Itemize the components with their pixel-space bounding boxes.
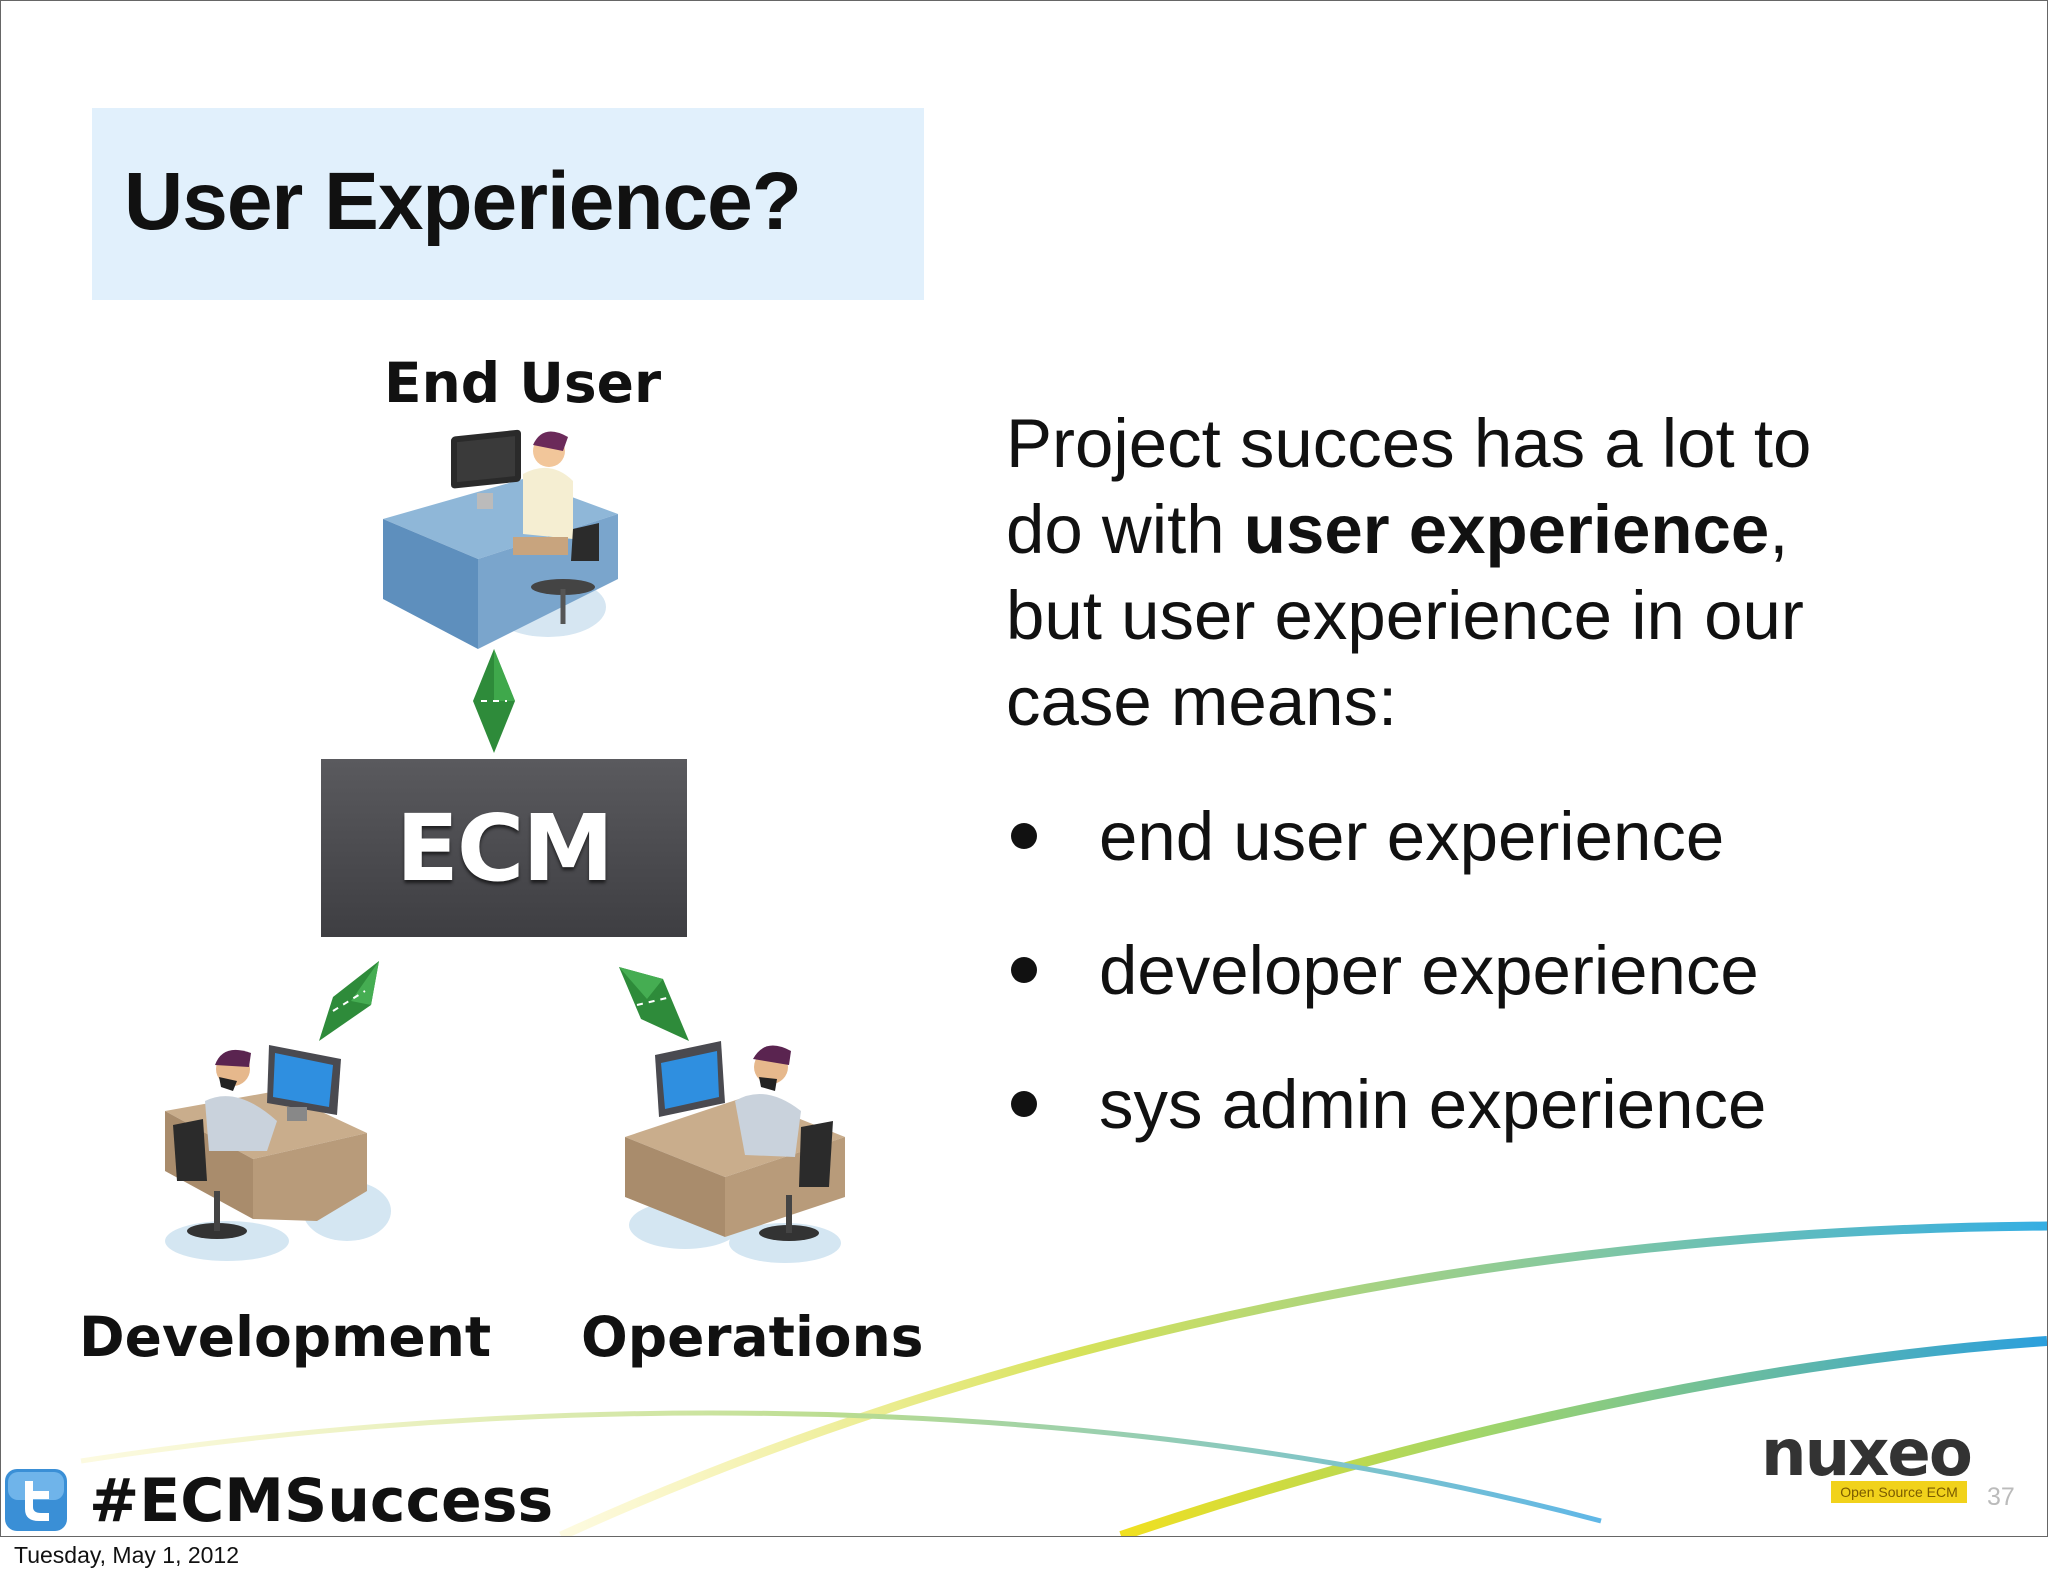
body-line: case means: xyxy=(1006,663,1398,740)
nuxeo-tagline: Open Source ECM xyxy=(1831,1481,1967,1503)
title-banner xyxy=(92,108,924,300)
twitter-bird-icon xyxy=(5,1469,67,1531)
development-label: Development xyxy=(79,1305,492,1369)
body-paragraph: Project succes has a lot to do with user… xyxy=(1006,401,1936,745)
ecm-box: ECM xyxy=(321,759,687,937)
bullet-item: end user experience xyxy=(1011,797,1724,876)
bullet-dot-icon xyxy=(1011,956,1037,983)
footer-date: Tuesday, May 1, 2012 xyxy=(14,1542,240,1568)
bullet-dot-icon xyxy=(1011,822,1037,849)
body-text-span: , xyxy=(1769,491,1789,568)
bullet-text: developer experience xyxy=(1099,932,1759,1009)
bullet-item: developer experience xyxy=(1011,931,1759,1010)
body-line: but user experience in our xyxy=(1006,577,1804,654)
double-arrow-icon xyxy=(319,961,379,1041)
bullet-item: sys admin experience xyxy=(1011,1065,1766,1144)
double-arrow-icon xyxy=(473,649,515,753)
end-user-workstation-icon xyxy=(383,429,618,649)
bullet-dot-icon xyxy=(1011,1090,1037,1117)
nuxeo-logo: nuxeo xyxy=(1761,1417,1973,1491)
end-user-label: End User xyxy=(384,351,662,415)
hashtag: #ECMSuccess xyxy=(89,1466,554,1536)
page-number: 37 xyxy=(1987,1483,2015,1511)
bullet-text: sys admin experience xyxy=(1099,1066,1767,1143)
operations-label: Operations xyxy=(581,1305,924,1369)
bullet-text: end user experience xyxy=(1099,798,1725,875)
body-line: Project succes has a lot to xyxy=(1006,405,1812,482)
operations-workstation-icon xyxy=(625,1041,845,1263)
decorative-swooshes xyxy=(80,1221,2047,1536)
body-text-span: do with xyxy=(1006,491,1244,568)
slide: User Experience? End User ECM xyxy=(0,0,2048,1537)
double-arrow-icon xyxy=(619,967,689,1041)
slide-title: User Experience? xyxy=(124,156,802,247)
developer-workstation-icon xyxy=(165,1045,391,1261)
body-line: do with user experience, xyxy=(1006,487,1936,573)
body-emphasis: user experience xyxy=(1243,491,1770,568)
ecm-label: ECM xyxy=(396,794,614,902)
